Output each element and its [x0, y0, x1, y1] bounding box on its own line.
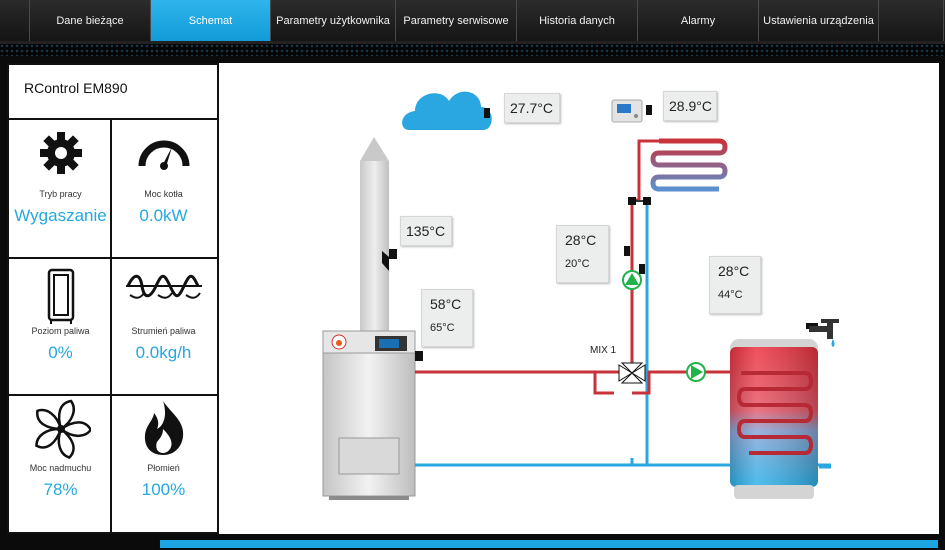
- mixing-valve: [618, 362, 646, 384]
- fuel-level-cell: Poziom paliwa 0%: [9, 259, 112, 396]
- circulation-pump-mix: [622, 246, 642, 290]
- operating-mode-label: Tryb pracy: [39, 189, 82, 199]
- top-navigation: Dane bieżące Schemat Parametry użytkowni…: [0, 0, 945, 41]
- fan-icon: [31, 398, 92, 465]
- feeder-screw-icon: [124, 271, 204, 306]
- operating-mode-value: Wygaszanie: [14, 206, 107, 225]
- device-name: RControl EM890: [24, 80, 128, 96]
- outdoor-temp-readout: 27.7°C: [504, 93, 560, 123]
- nav-spacer: [0, 0, 30, 41]
- cloud-icon: [402, 91, 492, 130]
- fuel-tank-icon: [41, 267, 81, 330]
- mix-temp: 28°C: [565, 232, 597, 248]
- tab-historia-danych[interactable]: Historia danych: [517, 0, 638, 41]
- device-title-cell: RControl EM890: [9, 65, 217, 120]
- blower-power-value: 78%: [43, 480, 78, 499]
- dhw-setpoint: 44°C: [718, 289, 743, 301]
- hot-water-tank: [730, 323, 831, 499]
- gauge-icon: [138, 130, 190, 181]
- radiator: [628, 138, 728, 205]
- panel-divider: [9, 394, 217, 396]
- mix-temp-readout[interactable]: 28°C 20°C: [556, 225, 609, 283]
- boiler-temp-readout[interactable]: 58°C 65°C: [421, 289, 473, 347]
- status-panel: RControl EM890 Tryb pracy W: [7, 63, 219, 534]
- mix-valve-label: MIX 1: [590, 345, 617, 356]
- tab-alarmy[interactable]: Alarmy: [638, 0, 759, 41]
- dotted-strip: [0, 44, 945, 56]
- boiler-temp: 58°C: [430, 296, 462, 312]
- fuel-level-label: Poziom paliwa: [31, 326, 90, 336]
- chimney: [360, 137, 397, 331]
- heating-schematic: MIX 1 27.7°C 28.9°C 135°C 58°C 65°C 28°C…: [219, 63, 939, 534]
- nav-filler: [879, 0, 944, 41]
- dhw-temp-readout[interactable]: 28°C 44°C: [709, 256, 761, 314]
- tab-parametry-serwisowe[interactable]: Parametry serwisowe: [396, 0, 517, 41]
- tab-parametry-uzytkownika[interactable]: Parametry użytkownika: [271, 0, 396, 41]
- footer-strip: [0, 534, 945, 540]
- faucet-icon: [809, 319, 839, 347]
- tab-schemat[interactable]: Schemat: [151, 0, 271, 41]
- nav-divider: [0, 41, 945, 44]
- tab-dane-biezace[interactable]: Dane bieżące: [30, 0, 151, 41]
- fuel-flow-cell: Strumień paliwa 0.0kg/h: [112, 259, 215, 396]
- tab-ustawienia-urzadzenia[interactable]: Ustawienia urządzenia: [759, 0, 879, 41]
- flue-temp: 135°C: [406, 223, 446, 239]
- boiler: [322, 330, 423, 500]
- boiler-power-label: Moc kotła: [144, 189, 183, 199]
- room-temp-readout: 28.9°C: [663, 91, 717, 121]
- flame-value: 100%: [141, 480, 186, 499]
- circulation-pump-dhw: [686, 362, 706, 382]
- flame-label: Płomień: [147, 463, 180, 473]
- panel-divider: [110, 120, 112, 532]
- blower-power-cell: Moc nadmuchu 78%: [9, 396, 112, 533]
- flame-cell: Płomień 100%: [112, 396, 215, 533]
- gear-icon: [38, 130, 84, 181]
- boiler-power-cell: Moc kotła 0.0kW: [112, 122, 215, 259]
- fuel-flow-label: Strumień paliwa: [131, 326, 196, 336]
- dhw-temp: 28°C: [718, 263, 750, 279]
- boiler-power-value: 0.0kW: [139, 206, 188, 225]
- fuel-level-value: 0%: [48, 343, 73, 362]
- boiler-setpoint: 65°C: [430, 322, 455, 334]
- panel-divider: [9, 257, 217, 259]
- flame-icon: [141, 399, 187, 462]
- room-temp: 28.9°C: [669, 98, 712, 114]
- progress-bar: [160, 540, 938, 548]
- fuel-flow-value: 0.0kg/h: [135, 343, 192, 362]
- thermostat-icon: [611, 99, 652, 123]
- blower-power-label: Moc nadmuchu: [29, 463, 92, 473]
- operating-mode-cell: Tryb pracy Wygaszanie: [9, 122, 112, 259]
- mix-setpoint: 20°C: [565, 258, 590, 270]
- flue-temp-readout: 135°C: [400, 216, 452, 246]
- outdoor-temp: 27.7°C: [510, 100, 553, 116]
